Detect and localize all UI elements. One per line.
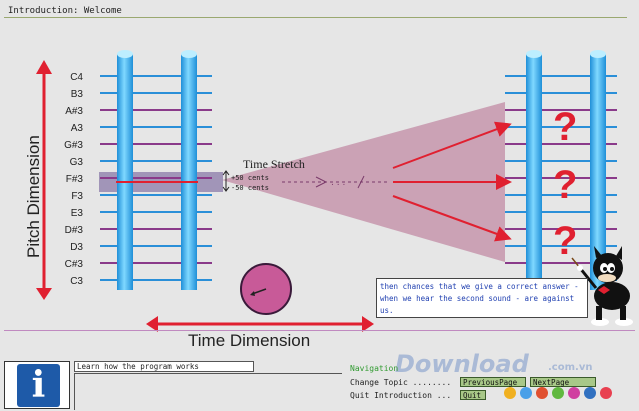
info-icon[interactable]: i bbox=[17, 364, 60, 407]
description-area bbox=[74, 374, 342, 410]
note-label-a3: A3 bbox=[71, 123, 84, 134]
watermark-dot-3 bbox=[536, 387, 548, 399]
cents-minus-label: -50 cents bbox=[231, 184, 269, 192]
watermark-dot-7 bbox=[600, 387, 612, 399]
felix-cat-character bbox=[571, 246, 633, 326]
note-label-b3: B3 bbox=[71, 89, 84, 100]
quit-button[interactable]: Quit bbox=[460, 390, 486, 400]
note-label-as3: A#3 bbox=[65, 106, 83, 117]
pitch-arrow-head-top bbox=[36, 60, 52, 74]
quit-introduction-label: Quit Introduction ... bbox=[350, 391, 452, 400]
arrow-upper bbox=[392, 121, 512, 169]
next-page-button[interactable]: NextPage bbox=[530, 377, 596, 387]
screen-title: Introduction: Welcome bbox=[8, 6, 122, 16]
note-label-fs3: F#3 bbox=[66, 174, 84, 185]
note-label-c4: C4 bbox=[70, 72, 83, 83]
note-label-c3: C3 bbox=[70, 276, 83, 287]
note-label-cs3: C#3 bbox=[65, 259, 84, 270]
note-label-e3: E3 bbox=[71, 208, 84, 219]
note-label-f3: F3 bbox=[71, 191, 83, 202]
change-topic-label: Change Topic ........ bbox=[350, 378, 452, 387]
pitch-axis-label: Pitch Dimension bbox=[24, 135, 43, 258]
watermark-dot-4 bbox=[552, 387, 564, 399]
clock-icon bbox=[240, 263, 292, 315]
watermark-dot-2 bbox=[520, 387, 532, 399]
right-tube-2 bbox=[590, 50, 606, 290]
stretch-chevron bbox=[315, 176, 328, 188]
header-divider bbox=[4, 17, 627, 18]
previous-page-button[interactable]: PreviousPage bbox=[460, 377, 526, 387]
footer-divider bbox=[4, 330, 635, 331]
cents-plus-label: +50 cents bbox=[231, 174, 269, 182]
time-arrow-head-left bbox=[146, 316, 158, 332]
right-tube-1 bbox=[526, 50, 542, 290]
stretch-ellipsis: . . . bbox=[331, 178, 345, 188]
time-arrow-head-right bbox=[362, 316, 374, 332]
watermark-logo: Download bbox=[395, 350, 529, 378]
question-mark-lower: ? bbox=[553, 219, 577, 263]
stretch-slash bbox=[357, 175, 365, 189]
time-axis-label: Time Dimension bbox=[188, 331, 310, 350]
topic-description: Learn how the program works bbox=[74, 361, 254, 372]
speech-bubble: then chances that we give a correct answ… bbox=[376, 278, 588, 318]
time-stretch-label: Time Stretch bbox=[243, 157, 305, 171]
left-tube-2 bbox=[181, 50, 197, 290]
left-tube-1 bbox=[117, 50, 133, 290]
pitch-arrow-head-bottom bbox=[36, 288, 52, 300]
navigation-label: Navigation bbox=[350, 364, 399, 373]
watermark-dot-5 bbox=[568, 387, 580, 399]
watermark-dot-1 bbox=[504, 387, 516, 399]
question-mark-middle: ? bbox=[553, 163, 577, 207]
description-divider bbox=[74, 373, 342, 374]
watermark-dot-6 bbox=[584, 387, 596, 399]
arrow-lower bbox=[392, 195, 512, 242]
note-label-ds3: D#3 bbox=[65, 225, 84, 236]
note-label-d3: D3 bbox=[70, 242, 83, 253]
note-label-gs3: G#3 bbox=[64, 140, 83, 151]
time-stretch-cone bbox=[222, 102, 505, 262]
watermark-domain: .com.vn bbox=[548, 362, 593, 373]
note-label-g3: G3 bbox=[70, 157, 84, 168]
info-button[interactable]: i bbox=[4, 361, 70, 409]
question-mark-upper: ? bbox=[553, 105, 577, 149]
